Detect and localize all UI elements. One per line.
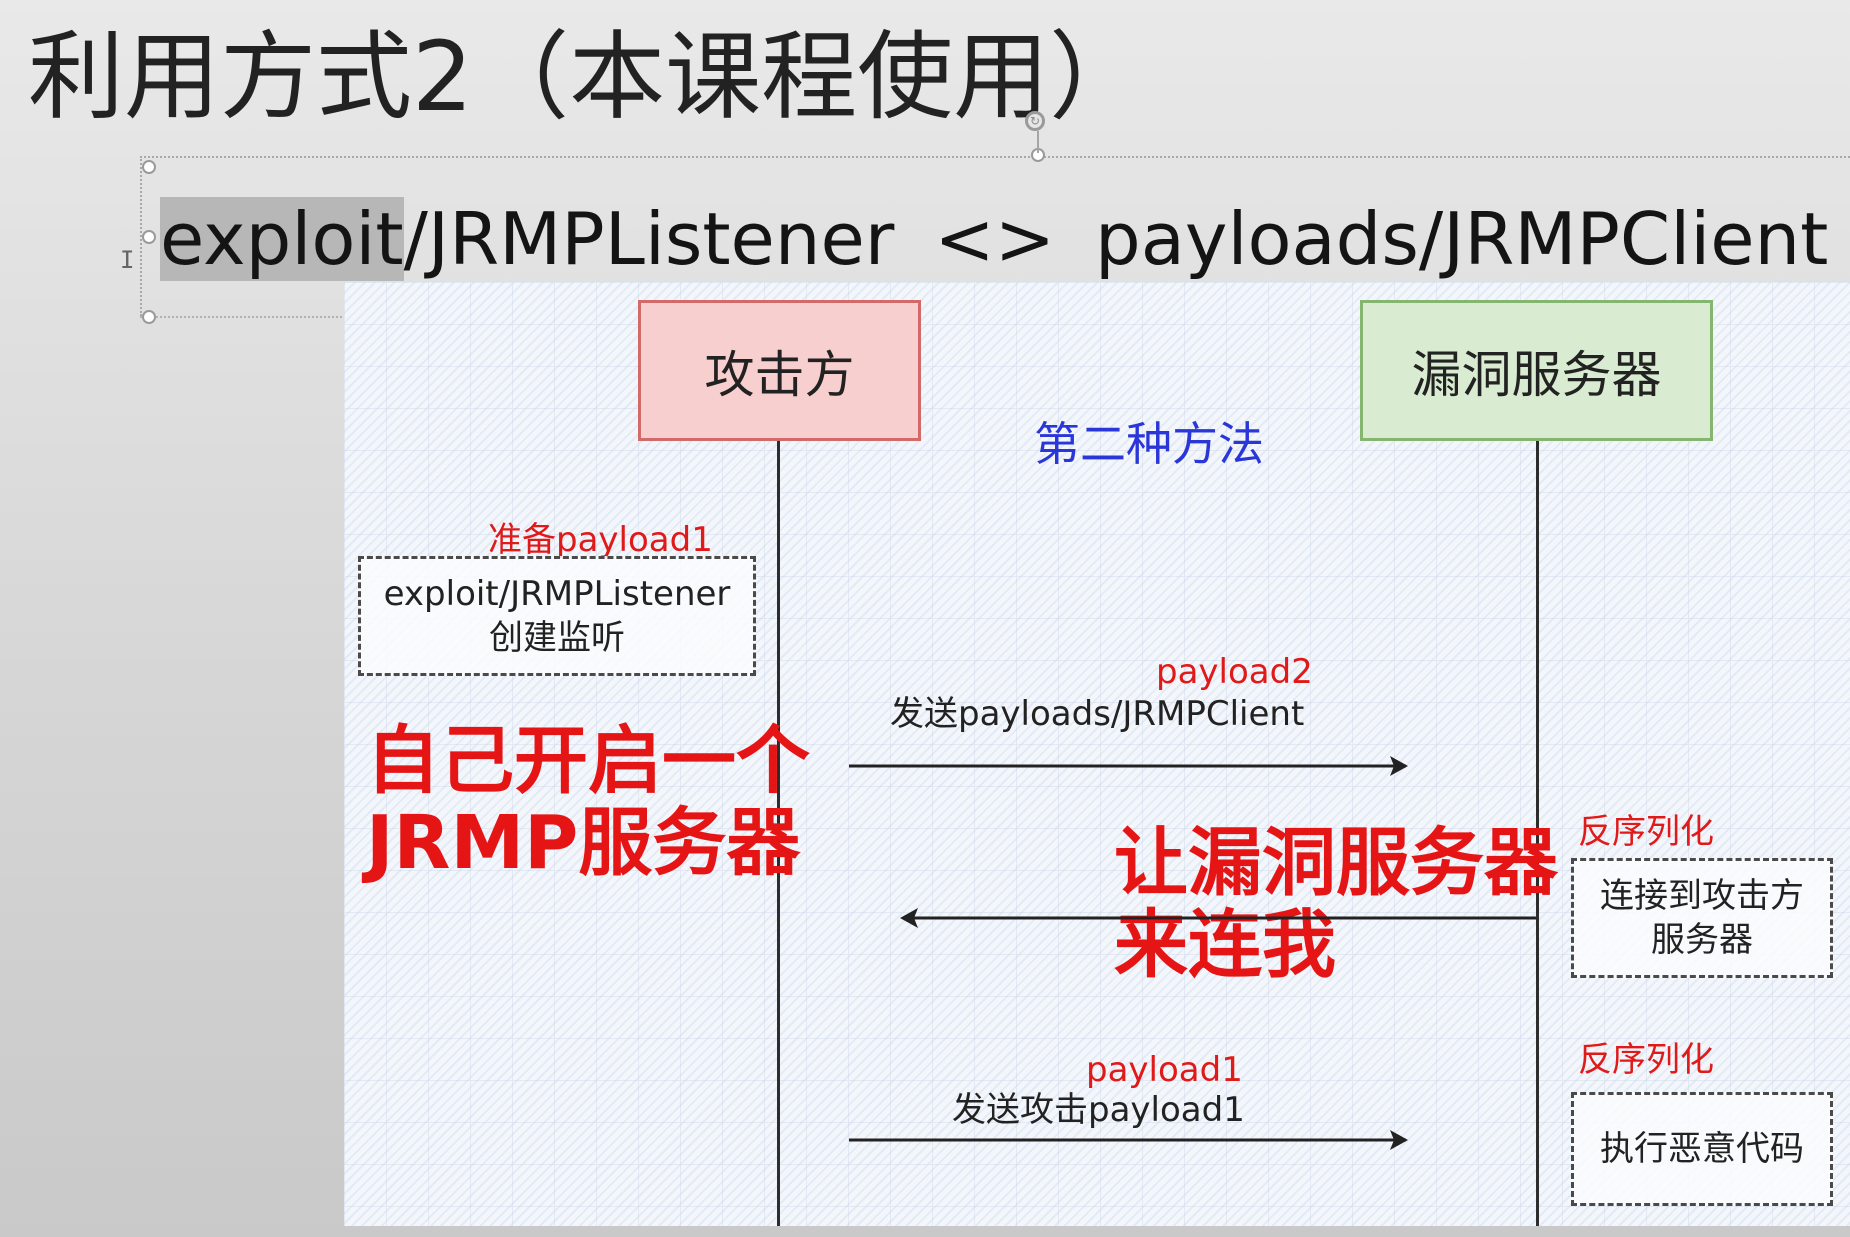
- connect-note-line-1: 连接到攻击方: [1600, 876, 1804, 916]
- message-3-tag: payload1: [1086, 1050, 1243, 1090]
- rotate-handle-icon[interactable]: ↻: [1025, 111, 1045, 131]
- exec-note: 执行恶意代码: [1571, 1092, 1833, 1206]
- resize-handle-bottom-left[interactable]: [142, 310, 156, 324]
- resize-handle-middle-left[interactable]: [142, 230, 156, 244]
- deserialize-label-2: 反序列化: [1578, 1040, 1714, 1080]
- listener-note-line-1: exploit/JRMPListener: [383, 574, 731, 614]
- rotate-handle-stem: [1037, 131, 1039, 153]
- prepare-payload-label: 准备payload1: [488, 520, 713, 560]
- subtitle-left-rest: /JRMPListener: [403, 197, 895, 281]
- exec-note-text: 执行恶意代码: [1600, 1129, 1804, 1169]
- connect-note: 连接到攻击方 服务器: [1571, 858, 1833, 978]
- deserialize-label-1: 反序列化: [1578, 812, 1714, 852]
- listener-note-line-2: 创建监听: [489, 618, 625, 658]
- connect-note-line-2: 服务器: [1651, 920, 1753, 960]
- big-label-left: 自己开启一个 JRMP服务器: [366, 718, 810, 886]
- server-lifeline: [1536, 441, 1539, 1226]
- selection-frame-top: [140, 156, 1850, 158]
- method-label: 第二种方法: [1034, 417, 1264, 471]
- subtitle-selected-word[interactable]: exploit: [160, 197, 404, 281]
- text-cursor-icon: I: [120, 246, 135, 274]
- slide-title: 利用方式2（本课程使用）: [28, 21, 1146, 133]
- message-1-text: 发送payloads/JRMPClient: [890, 694, 1305, 734]
- arrow-server-connects-back-head: [900, 908, 918, 928]
- listener-note: exploit/JRMPListener 创建监听: [358, 556, 756, 676]
- resize-handle-top-left[interactable]: [142, 160, 156, 174]
- arrow-send-client-payload-head: [1390, 756, 1408, 776]
- subtitle-text[interactable]: exploit/JRMPListener <> payloads/JRMPClien…: [160, 196, 1828, 282]
- sequence-diagram[interactable]: 攻击方 漏洞服务器 第二种方法 准备payload1 exploit/JRMPL…: [344, 282, 1850, 1226]
- subtitle-right: payloads/JRMPClient: [1095, 197, 1829, 281]
- message-3-text: 发送攻击payload1: [952, 1090, 1245, 1130]
- actor-server: 漏洞服务器: [1360, 300, 1713, 441]
- selection-frame-left: [140, 156, 142, 316]
- message-arrows: [849, 756, 1536, 1150]
- subtitle-symbol: <>: [934, 197, 1056, 281]
- arrow-send-attack-payload-head: [1390, 1130, 1408, 1150]
- actor-attacker: 攻击方: [638, 300, 921, 441]
- attacker-lifeline: [777, 441, 780, 1226]
- message-1-tag: payload2: [1156, 652, 1313, 692]
